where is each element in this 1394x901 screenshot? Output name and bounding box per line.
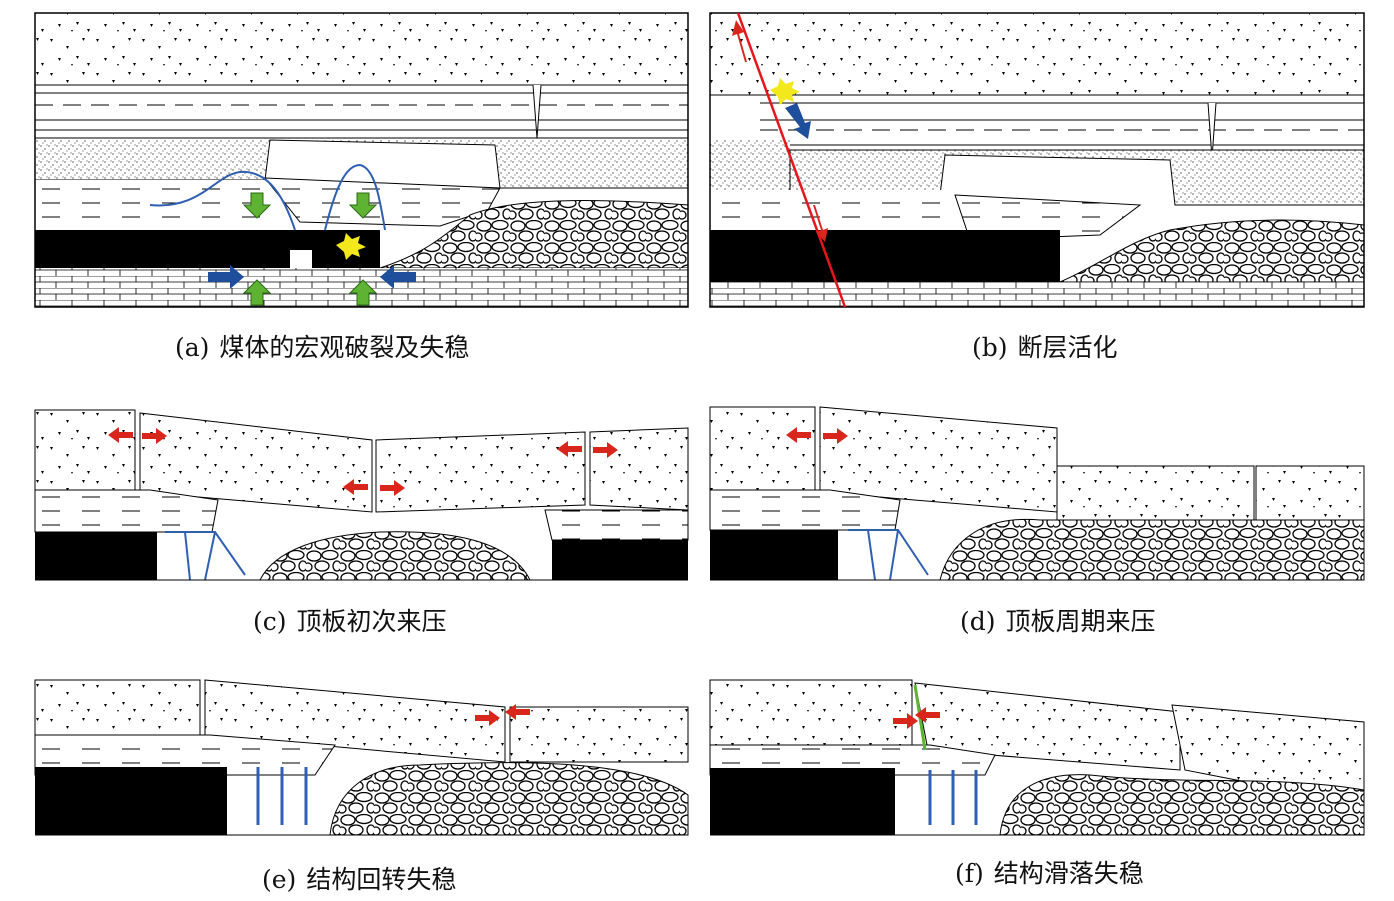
- burst-icon: [336, 233, 366, 260]
- caption-d: (d) 顶板周期来压: [960, 602, 1166, 638]
- caption-b: (b) 断层活化: [972, 328, 1128, 364]
- caption-b-letter: (b): [972, 333, 1008, 362]
- fault-line: [736, 12, 847, 308]
- panel-f-sliding-instability: [709, 679, 1365, 836]
- caption-f-text: 结构滑落失稳: [993, 859, 1144, 888]
- caption-f-letter: (f): [955, 859, 984, 888]
- panel-a-coal-fracture: [34, 12, 689, 308]
- caption-c-text: 顶板初次来压: [296, 607, 447, 636]
- panel-c-first-weighting: [34, 409, 689, 581]
- caption-e: (e) 结构回转失稳: [262, 860, 466, 896]
- caption-e-letter: (e): [262, 865, 297, 894]
- panel-b-fault-activation: [709, 12, 1365, 308]
- panel-d-periodic-weighting: [709, 406, 1365, 581]
- caption-e-text: 结构回转失稳: [306, 865, 457, 894]
- caption-c: (c) 顶板初次来压: [253, 602, 457, 638]
- caption-b-text: 断层活化: [1017, 333, 1118, 362]
- caption-f: (f) 结构滑落失稳: [955, 854, 1154, 890]
- caption-a: (a) 煤体的宏观破裂及失稳: [175, 328, 479, 364]
- caption-a-letter: (a): [175, 333, 210, 362]
- caption-a-text: 煤体的宏观破裂及失稳: [219, 333, 470, 362]
- panel-e-rotation-instability: [34, 679, 689, 836]
- caption-c-letter: (c): [253, 607, 287, 636]
- caption-d-text: 顶板周期来压: [1005, 607, 1156, 636]
- caption-d-letter: (d): [960, 607, 996, 636]
